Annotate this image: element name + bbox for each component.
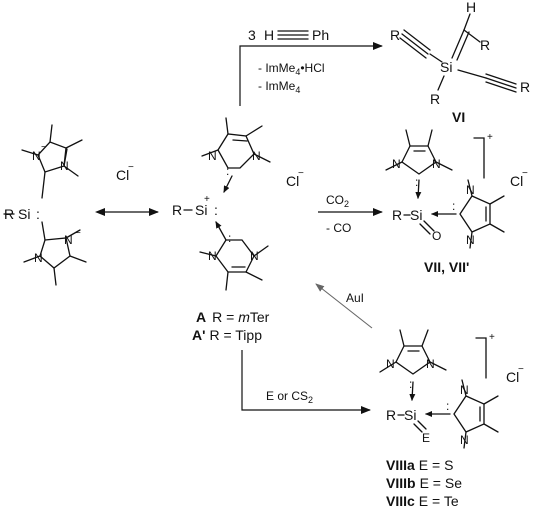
reagent-e-cs2: E or CS2: [266, 389, 313, 405]
label-vi: VI: [452, 109, 465, 125]
atom-r: R: [430, 91, 440, 107]
atom-n: N: [252, 149, 261, 163]
label-vii: VII, VII': [424, 259, 469, 275]
charge-minus: −: [75, 228, 81, 239]
atom-si: Si: [195, 202, 207, 218]
charge-plus: +: [204, 194, 210, 205]
label-a-prime: A'R = Tipp: [192, 327, 262, 343]
chalcogen-reaction-arrow: [241, 350, 371, 414]
lone-pair: :: [446, 399, 449, 413]
aui-reaction-arrow: [315, 283, 373, 329]
lone-pair: :: [415, 175, 418, 189]
atom-n: N: [34, 251, 43, 265]
lone-pair: :: [36, 206, 40, 222]
chloride: Cl: [506, 369, 519, 385]
chloride: Cl: [510, 173, 523, 189]
compound-vii-structure: N N : R Si O : N N + Cl −: [385, 129, 528, 249]
atom-n: N: [64, 233, 73, 247]
atom-r: R: [386, 407, 396, 423]
lone-pair: :: [214, 202, 218, 218]
reagent-aui: AuI: [346, 291, 364, 305]
charge-plus: +: [487, 132, 493, 143]
atom-n: N: [466, 183, 475, 197]
atom-n: N: [460, 383, 469, 397]
atom-h: H: [466, 0, 476, 15]
atom-n: N: [32, 149, 41, 163]
atom-r: R: [4, 206, 14, 222]
atom-n: N: [460, 433, 469, 447]
atom-n: N: [426, 357, 435, 371]
atom-si: Si: [18, 206, 30, 222]
alkyne-reaction-arrow: [239, 42, 383, 106]
charge-plus: +: [489, 332, 495, 343]
atom-n: N: [432, 157, 441, 171]
charge-minus: −: [41, 142, 47, 153]
reagent-count: 3: [248, 27, 256, 43]
reagent-ph: Ph: [312, 27, 329, 43]
atom-r: R: [392, 207, 402, 223]
atom-o: O: [432, 229, 441, 243]
atom-r: R: [520, 79, 530, 95]
compound-a-structure: N N : R Si : + N N : Cl −: [172, 117, 304, 291]
byproduct-co: - CO: [326, 221, 351, 235]
chloride: Cl: [116, 167, 129, 183]
atom-n: N: [386, 357, 395, 371]
left-resonance-structure: N − N R Si : N − N Cl −: [3, 124, 134, 286]
atom-n: N: [60, 159, 69, 173]
atom-r: R: [390, 27, 400, 43]
lone-pair: :: [452, 199, 455, 213]
chloride: Cl: [286, 173, 299, 189]
charge-minus: −: [518, 364, 524, 375]
atom-r: R: [480, 37, 490, 53]
byproduct-1: - ImMe4•HCl: [258, 61, 325, 77]
charge-minus: −: [128, 162, 134, 173]
lone-pair: :: [228, 231, 231, 245]
atom-n: N: [208, 149, 217, 163]
atom-si: Si: [410, 207, 422, 223]
atom-n: N: [392, 157, 401, 171]
reagent-co2: CO2: [326, 193, 349, 209]
compound-viii-structure: N N : R Si E : N N + Cl −: [379, 329, 524, 449]
lone-pair: :: [226, 164, 229, 178]
reagent-h: H: [264, 27, 274, 43]
charge-minus: −: [522, 168, 528, 179]
atom-si: Si: [440, 59, 452, 75]
atom-n: N: [466, 233, 475, 247]
lone-pair: :: [409, 377, 412, 391]
byproduct-2: - ImMe4: [258, 79, 300, 95]
atom-si: Si: [404, 407, 416, 423]
atom-n: N: [250, 249, 259, 263]
charge-minus: −: [298, 168, 304, 179]
atom-n: N: [208, 249, 217, 263]
compound-vi-structure: R Si H R R R: [390, 0, 530, 107]
atom-e: E: [422, 431, 430, 445]
atom-r: R: [172, 202, 182, 218]
